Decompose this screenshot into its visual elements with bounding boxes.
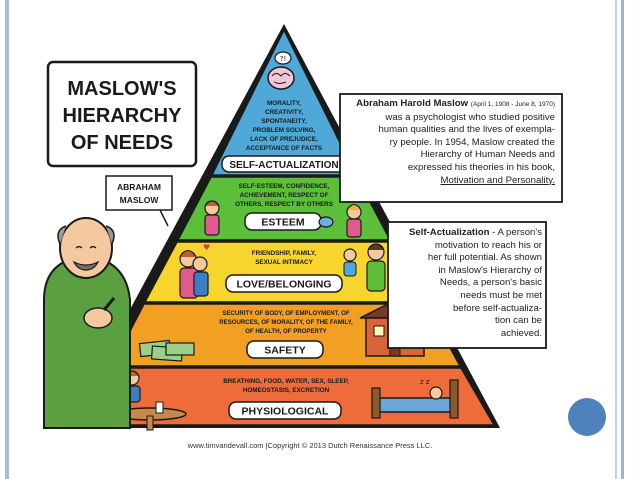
- love-need-1: FRIENDSHIP, FAMILY,: [252, 250, 317, 257]
- definition-line-4: in Maslow's Hierarchy of: [392, 265, 542, 278]
- title-line-1: MASLOW'S: [67, 78, 176, 100]
- physiological-label: PHYSIOLOGICAL: [242, 406, 330, 418]
- self-actualization-need-3: SPONTANEITY,: [261, 118, 307, 125]
- slide-accent-dot: [568, 398, 606, 436]
- svg-text:z z: z z: [420, 378, 430, 386]
- svg-text:♥: ♥: [203, 243, 210, 252]
- safety-need-2: RESOURCES, OF MORALITY, OF THE FAMILY,: [219, 319, 353, 326]
- self-actualization-need-5: LACK OF PREJUDICE,: [250, 136, 318, 143]
- title-line-2: HIERARCHY: [63, 105, 183, 127]
- definition-line-2: motivation to reach his or: [392, 240, 542, 253]
- definition-line-3: her full potential. As shown: [392, 252, 542, 265]
- bio-box: Abraham Harold Maslow (April 1, 1908 - J…: [345, 98, 555, 187]
- copyright-text: www.timvandevall.com |Copyright © 2013 D…: [0, 441, 620, 450]
- esteem-need-2: ACHIEVEMENT, RESPECT OF: [240, 192, 329, 199]
- person-label: ABRAHAM MASLOW: [106, 176, 172, 226]
- maslow-cartoon: [44, 218, 130, 428]
- definition-term: Self-Actualization: [409, 227, 490, 238]
- self-actualization-need-6: ACCEPTANCE OF FACTS: [246, 145, 322, 152]
- self-actualization-need-1: MORALITY,: [267, 100, 301, 107]
- self-actualization-label: SELF-ACTUALIZATION: [229, 160, 338, 171]
- title-line-3: OF NEEDS: [71, 132, 173, 154]
- esteem-need-3: OTHERS, RESPECT BY OTHERS: [235, 201, 333, 208]
- bio-dates: (April 1, 1908 - June 8, 1970): [471, 101, 555, 108]
- physiological-need-1: BREATHING, FOOD, WATER, SEX, SLEEP,: [223, 378, 349, 385]
- bio-line-1: was a psychologist who studied positive: [345, 112, 555, 125]
- esteem-label: ESTEEM: [261, 217, 304, 229]
- love-belonging-label: LOVE/BELONGING: [236, 279, 331, 291]
- definition-line-8: tion can be: [392, 315, 542, 328]
- definition-line-5: Needs, a person's basic: [392, 277, 542, 290]
- bio-line-4: Hierarchy of Human Needs and: [345, 149, 555, 162]
- person-label-line-1: ABRAHAM: [117, 182, 161, 192]
- esteem-need-1: SELF-ESTEEM, CONFIDENCE,: [239, 183, 330, 190]
- safety-label: SAFETY: [264, 345, 305, 357]
- svg-text:?!: ?!: [280, 55, 287, 63]
- safety-need-1: SECURITY OF BODY, OF EMPLOYMENT, OF: [222, 310, 349, 317]
- self-actualization-need-4: PROBLEM SOLVING,: [253, 127, 316, 134]
- title-box: MASLOW'S HIERARCHY OF NEEDS: [48, 62, 196, 166]
- bio-line-5: expressed his theories in his book,: [345, 162, 555, 175]
- definition-box: Self-Actualization - A person's motivati…: [392, 227, 542, 340]
- bio-name: Abraham Harold Maslow: [356, 98, 468, 109]
- safety-need-3: OF HEALTH, OF PROPERTY: [245, 328, 326, 335]
- bio-book: Motivation and Personality.: [345, 175, 555, 188]
- love-need-2: SEXUAL INTIMACY: [255, 259, 313, 266]
- definition-line-1: - A person's: [492, 227, 542, 238]
- definition-line-6: needs must be met: [392, 290, 542, 303]
- person-label-line-2: MASLOW: [120, 195, 160, 205]
- bio-line-3: ry people. In 1954, Maslow created the: [345, 137, 555, 150]
- physiological-need-2: HOMEOSTASIS, EXCRETION: [243, 387, 330, 394]
- definition-line-9: achieved.: [392, 328, 542, 341]
- definition-line-7: before self-actualiza-: [392, 303, 542, 316]
- bio-line-2: human qualities and the lives of exempla…: [345, 124, 555, 137]
- self-actualization-need-2: CREATIVITY,: [265, 109, 303, 116]
